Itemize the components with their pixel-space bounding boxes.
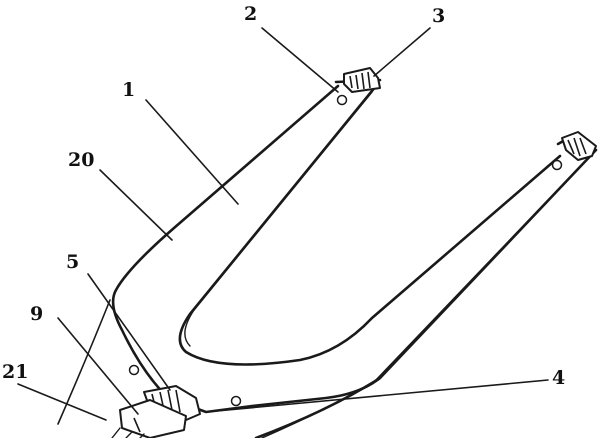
label-9: 9 <box>30 303 43 325</box>
frame-right-arm-edge <box>254 148 598 438</box>
label-5: 5 <box>66 251 79 273</box>
hole-top-right <box>551 159 563 171</box>
frame-outer-edge <box>111 84 382 414</box>
leader-5 <box>87 273 171 391</box>
label-2: 2 <box>244 3 257 25</box>
leader-9 <box>57 317 139 415</box>
label-3: 3 <box>432 5 445 27</box>
leader-lines <box>17 27 549 425</box>
hole-bottom-left <box>128 364 140 376</box>
label-1: 1 <box>122 79 135 101</box>
frame-right-arm-edge-double <box>261 155 591 438</box>
u-frame <box>111 78 598 438</box>
leader-3 <box>373 27 431 77</box>
leader-20 <box>99 169 173 241</box>
hole-bottom-right <box>230 395 242 407</box>
label-20: 20 <box>68 149 94 171</box>
label-4: 4 <box>552 367 565 389</box>
leader-4 <box>205 379 549 413</box>
label-21: 21 <box>2 361 28 383</box>
hole-top-left <box>336 94 348 106</box>
leader-1 <box>145 99 239 205</box>
leader-frame-curve <box>57 299 111 425</box>
connector-assembly <box>111 385 201 438</box>
clamp-block-top-right <box>561 131 597 161</box>
leader-2 <box>261 27 339 93</box>
clamp-block-top-left <box>343 67 381 93</box>
leader-21 <box>17 383 107 421</box>
frame-inner-edge-double <box>184 91 373 347</box>
frame-inner-edge <box>178 84 562 366</box>
